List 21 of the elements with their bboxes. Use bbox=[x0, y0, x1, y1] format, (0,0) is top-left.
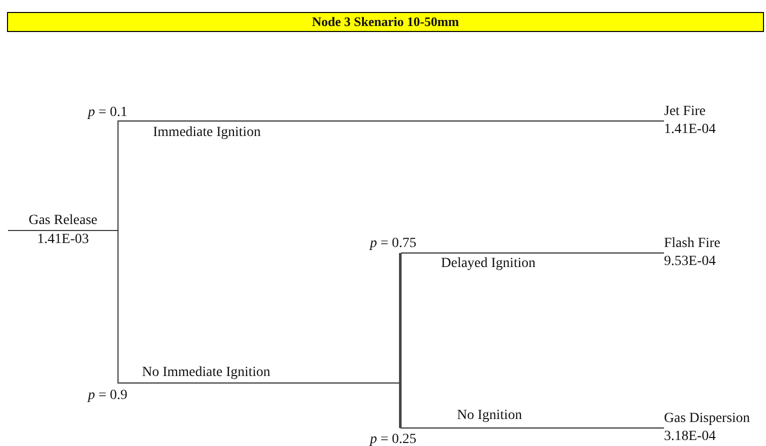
event-name: Jet Fire bbox=[664, 103, 707, 121]
edge-label: No Ignition bbox=[457, 408, 522, 424]
probability-label: p = 0.25 bbox=[370, 432, 416, 446]
frequency-value: 9.53E-04 bbox=[664, 253, 717, 271]
frequency-value: 3.18E-04 bbox=[664, 428, 717, 446]
branch-line bbox=[117, 120, 664, 231]
edge-label: Immediate Ignition bbox=[153, 125, 261, 141]
title-banner: Node 3 Skenario 10-50mm bbox=[7, 12, 764, 32]
event-name: Gas Release bbox=[8, 212, 118, 231]
branch-line bbox=[117, 231, 399, 384]
frequency-value: 1.41E-03 bbox=[36, 231, 90, 249]
probability-label: p = 0.1 bbox=[88, 105, 128, 121]
event-name: Flash Fire bbox=[664, 235, 722, 253]
event-name: Gas Dispersion bbox=[664, 410, 751, 428]
edge-label: Delayed Ignition bbox=[441, 256, 536, 272]
branch-line bbox=[400, 253, 664, 429]
probability-label: p = 0.9 bbox=[88, 388, 128, 404]
branch-line bbox=[401, 252, 664, 254]
edge-label: No Immediate Ignition bbox=[142, 365, 270, 381]
probability-label: p = 0.75 bbox=[370, 236, 416, 252]
frequency-value: 1.41E-04 bbox=[664, 121, 717, 139]
